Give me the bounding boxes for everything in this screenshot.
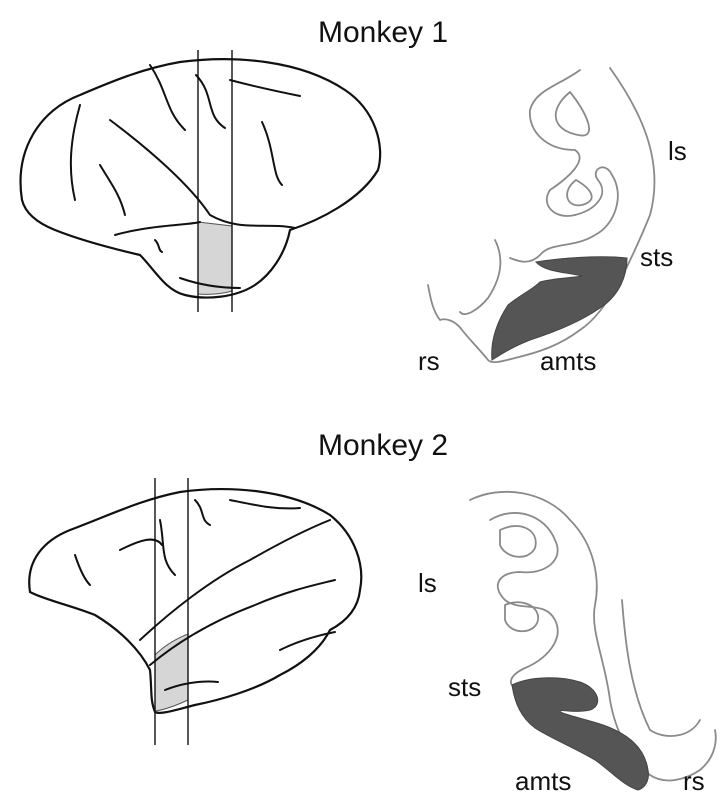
label-sts: sts (448, 672, 481, 702)
label-rs: rs (683, 766, 705, 796)
panel-monkey-1: Monkey 1 ls sts (21, 16, 687, 376)
coronal-section-monkey-1 (428, 68, 654, 362)
sulcus-line (196, 75, 225, 128)
sulcus-line (71, 105, 80, 200)
sulcus-line (280, 632, 335, 650)
label-ls: ls (668, 136, 687, 166)
sulcus-line (230, 500, 300, 508)
sulcus-line (75, 555, 90, 585)
panel-title-monkey-1: Monkey 1 (318, 16, 448, 49)
sts-sulcus-line (115, 222, 200, 235)
label-rs: rs (418, 346, 440, 376)
coronal-section-monkey-2 (470, 492, 716, 790)
lesion-monkey-1 (492, 257, 627, 360)
cortex-lower-contour (460, 240, 500, 314)
label-ls: ls (418, 568, 437, 598)
sulcus-line (160, 520, 175, 575)
panel-monkey-2: Monkey 2 ls sts amts (29, 429, 716, 796)
sylvian-fissure (140, 520, 330, 640)
sulcus-line (195, 500, 210, 525)
sulcus-line (262, 122, 282, 185)
brain-lateral-view-monkey-2 (29, 478, 361, 745)
cortex-fold (556, 92, 589, 136)
section-shade-monkey-2 (155, 634, 188, 711)
panel-title-monkey-2: Monkey 2 (318, 429, 448, 462)
label-amts: amts (540, 346, 596, 376)
label-sts: sts (640, 242, 673, 272)
sulcus-line (155, 240, 162, 252)
label-amts: amts (515, 766, 571, 796)
central-sulcus (150, 65, 185, 130)
brain-lateral-view-monkey-1 (21, 50, 381, 312)
cortex-lower-contour (622, 600, 700, 736)
cortex-fold (500, 526, 536, 557)
sulcus-line (230, 80, 300, 96)
brain-outline-monkey-2 (29, 489, 361, 713)
cortex-fold (567, 180, 592, 205)
sulcus-line (100, 165, 125, 215)
